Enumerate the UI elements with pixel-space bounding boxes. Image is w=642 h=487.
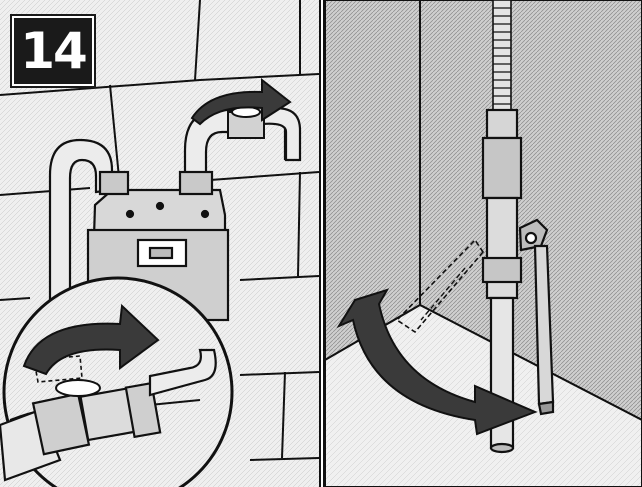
shutoff-valve (228, 107, 264, 138)
flexible-gas-line (493, 0, 511, 112)
valve-illustration (325, 0, 642, 487)
step-number-badge: 14 (12, 16, 94, 86)
right-panel-valve-scene (325, 0, 642, 487)
left-panel-meter-scene: 14 (0, 0, 319, 487)
